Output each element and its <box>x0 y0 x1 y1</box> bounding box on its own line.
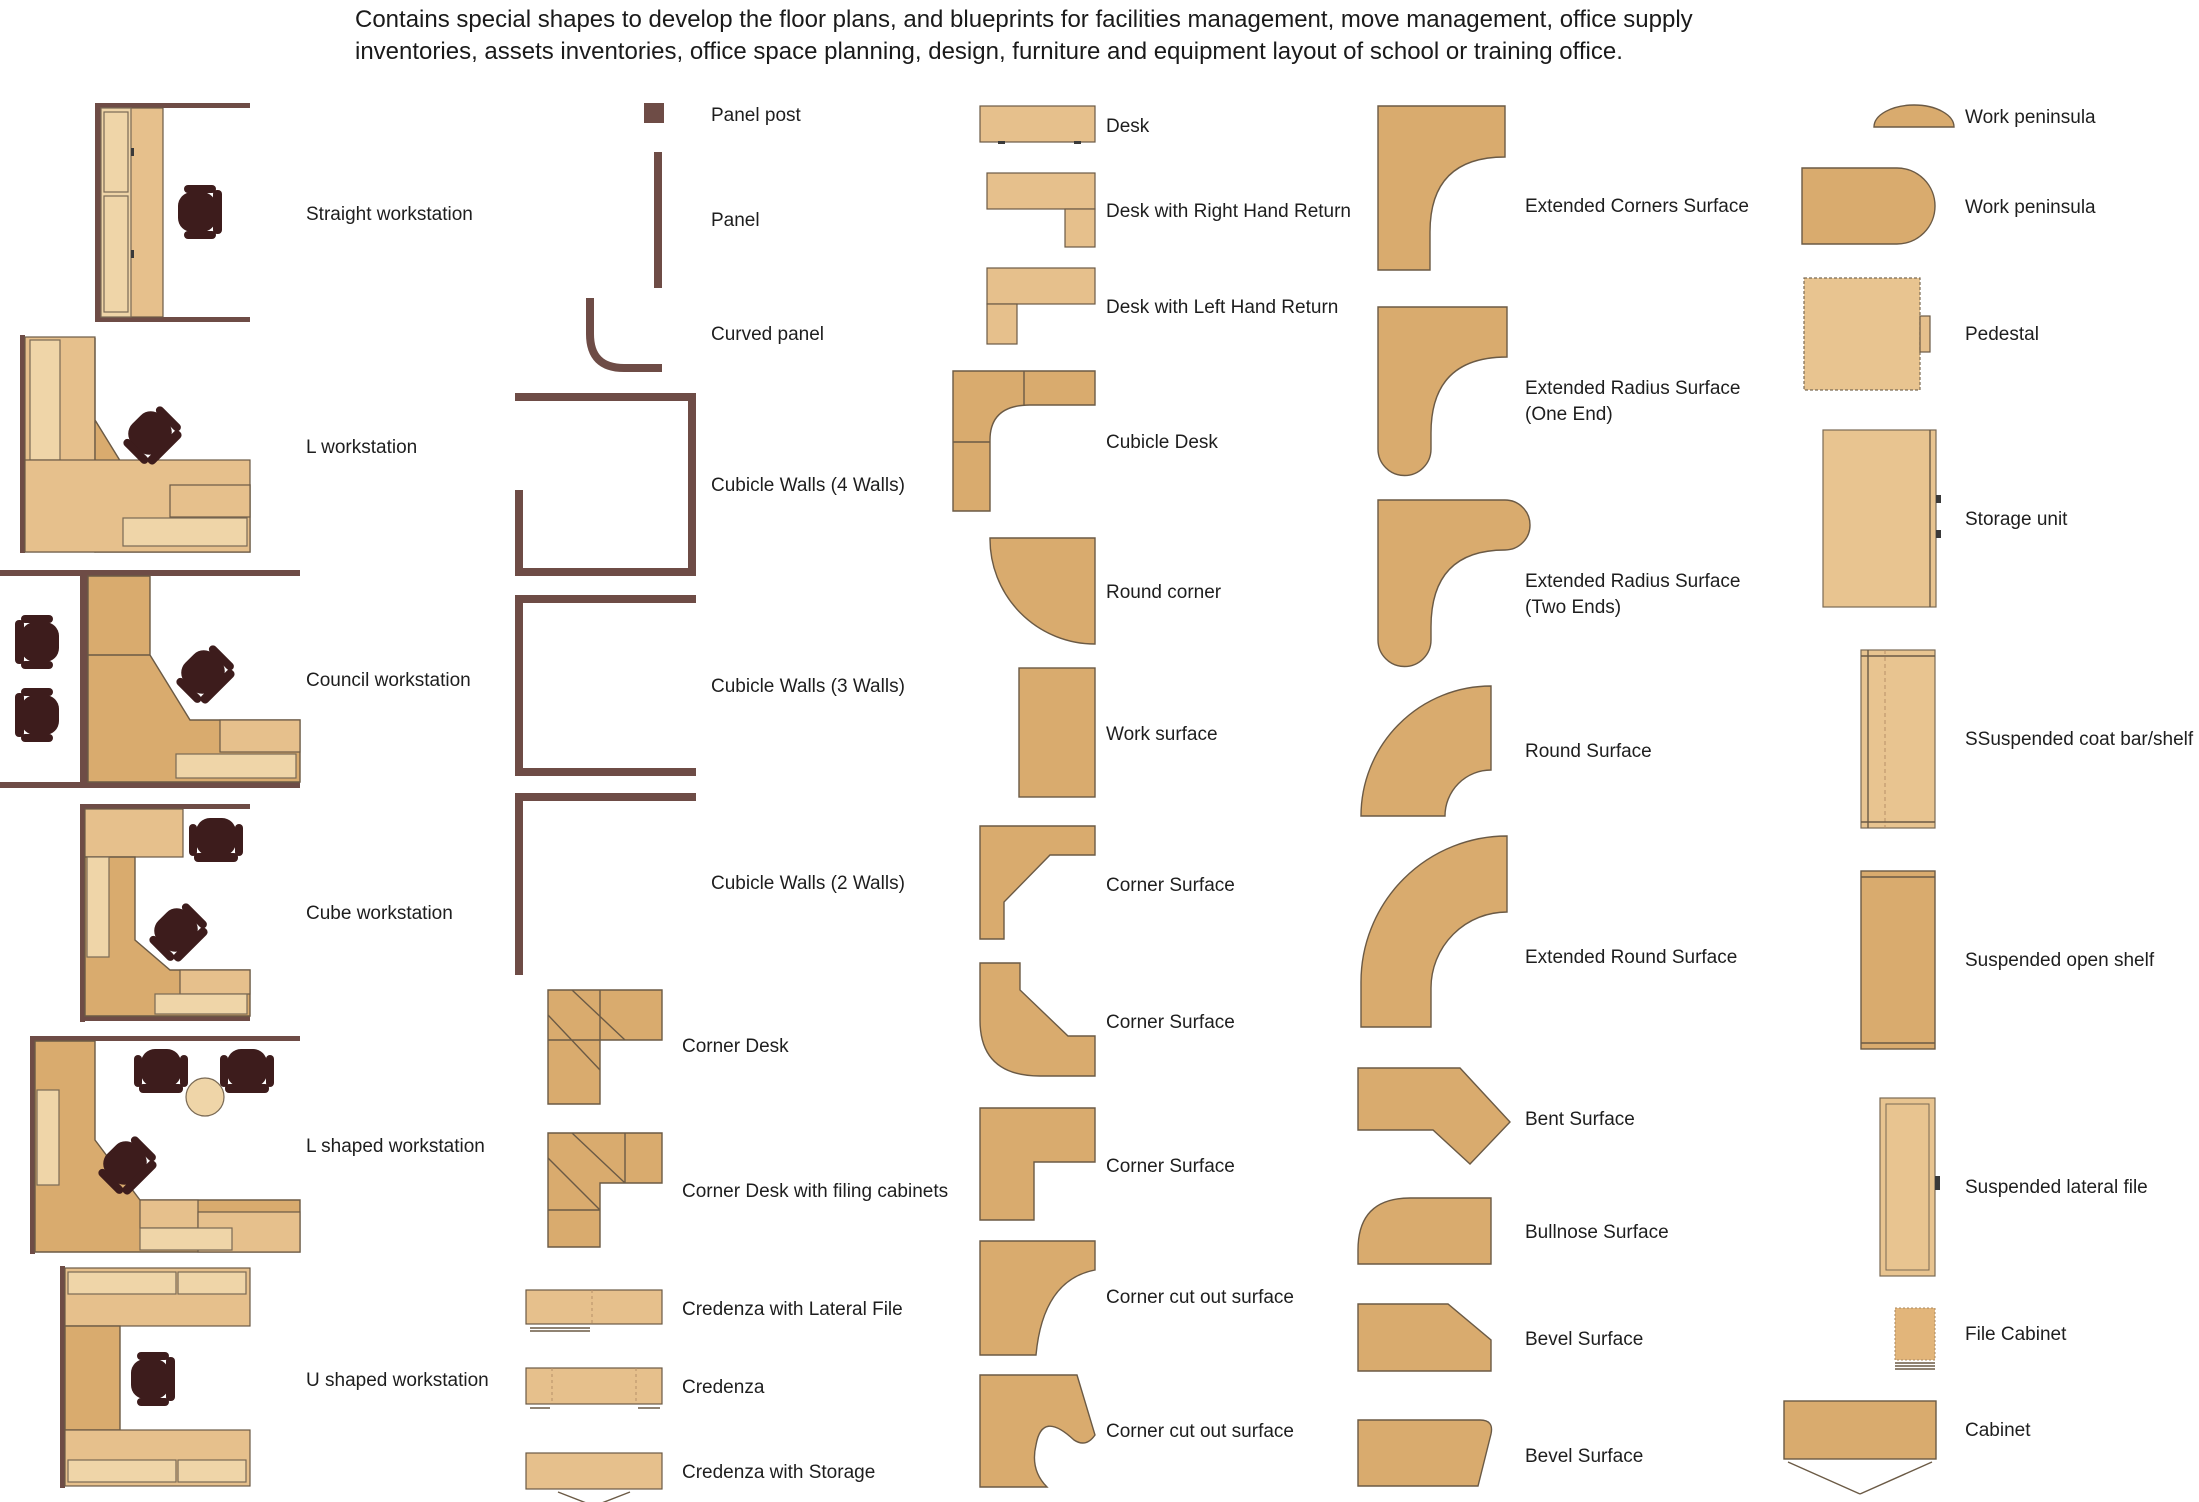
panel-post-shape[interactable] <box>644 103 664 123</box>
open-shelf-shape[interactable] <box>1860 870 1936 1050</box>
cube-workstation-shape[interactable] <box>80 804 251 1022</box>
label-ext-radius-one-b: (One End) <box>1525 404 1613 425</box>
label-panel: Panel <box>711 210 760 231</box>
storage-unit-shape[interactable] <box>1822 429 1941 608</box>
u-shaped-workstation-shape[interactable] <box>60 1266 251 1488</box>
corner-cut-out-2-shape[interactable] <box>979 1374 1096 1488</box>
cubicle-walls-2-shape[interactable] <box>515 793 696 975</box>
label-open-shelf: Suspended open shelf <box>1965 950 2155 971</box>
label-cubicle-walls-4: Cubicle Walls (4 Walls) <box>711 475 905 496</box>
label-work-surface: Work surface <box>1106 724 1218 745</box>
corner-surface-1-shape[interactable] <box>979 825 1096 940</box>
bent-surface-shape[interactable] <box>1357 1067 1511 1165</box>
label-coat-bar: SSuspended coat bar/shelf <box>1965 729 2194 750</box>
l-workstation-shape[interactable] <box>20 335 251 553</box>
label-extended-corners: Extended Corners Surface <box>1525 196 1749 217</box>
pedestal-shape[interactable] <box>1803 277 1931 391</box>
label-bent-surface: Bent Surface <box>1525 1109 1635 1130</box>
extended-radius-one-shape[interactable] <box>1377 306 1508 477</box>
desk-shape[interactable] <box>979 105 1096 144</box>
credenza-shape[interactable] <box>525 1367 663 1409</box>
label-desk: Desk <box>1106 116 1150 137</box>
label-corner-cut-out-2: Corner cut out surface <box>1106 1421 1294 1442</box>
label-straight-workstation: Straight workstation <box>306 204 473 225</box>
corner-desk-shape[interactable] <box>547 989 663 1105</box>
panel-shape[interactable] <box>654 152 662 288</box>
lateral-file-shape[interactable] <box>1879 1097 1940 1277</box>
extended-corners-shape[interactable] <box>1377 105 1506 271</box>
desk-left-return-shape[interactable] <box>986 267 1096 345</box>
extended-radius-two-shape[interactable] <box>1377 499 1531 668</box>
label-corner-surface-3: Corner Surface <box>1106 1156 1235 1177</box>
curved-panel-shape[interactable] <box>586 298 662 372</box>
corner-surface-3-shape[interactable] <box>979 1107 1096 1221</box>
label-ext-radius-two-a: Extended Radius Surface <box>1525 571 1740 592</box>
work-peninsula-2-shape[interactable] <box>1801 167 1936 245</box>
label-desk-right-return: Desk with Right Hand Return <box>1106 201 1351 222</box>
label-l-shaped-workstation: L shaped workstation <box>306 1136 485 1157</box>
label-pedestal: Pedestal <box>1965 324 2039 345</box>
work-peninsula-1-shape[interactable] <box>1873 104 1955 128</box>
label-corner-desk-filing: Corner Desk with filing cabinets <box>682 1181 948 1202</box>
label-file-cabinet: File Cabinet <box>1965 1324 2067 1345</box>
label-extended-round: Extended Round Surface <box>1525 947 1737 968</box>
label-cubicle-desk: Cubicle Desk <box>1106 432 1218 453</box>
bevel-surface-1-shape[interactable] <box>1357 1303 1492 1372</box>
cabinet-shape[interactable] <box>1783 1400 1937 1495</box>
label-l-workstation: L workstation <box>306 437 417 458</box>
label-storage-unit: Storage unit <box>1965 509 2068 530</box>
cubicle-desk-shape[interactable] <box>952 370 1096 512</box>
label-bullnose-surface: Bullnose Surface <box>1525 1222 1669 1243</box>
label-cabinet: Cabinet <box>1965 1420 2031 1441</box>
credenza-storage-shape[interactable] <box>525 1452 663 1502</box>
label-round-corner: Round corner <box>1106 582 1222 603</box>
label-ext-radius-one-a: Extended Radius Surface <box>1525 378 1740 399</box>
label-cubicle-walls-3: Cubicle Walls (3 Walls) <box>711 676 905 697</box>
label-bevel-surface-2: Bevel Surface <box>1525 1446 1643 1467</box>
corner-cut-out-1-shape[interactable] <box>979 1240 1096 1356</box>
label-u-shaped-workstation: U shaped workstation <box>306 1370 489 1391</box>
bevel-surface-2-shape[interactable] <box>1357 1419 1493 1487</box>
straight-workstation-shape[interactable] <box>95 103 250 322</box>
bullnose-surface-shape[interactable] <box>1357 1197 1492 1265</box>
credenza-lateral-file-shape[interactable] <box>525 1289 663 1332</box>
l-shaped-workstation-shape[interactable] <box>30 1036 301 1254</box>
work-surface-shape[interactable] <box>1018 667 1096 798</box>
label-panel-post: Panel post <box>711 105 802 126</box>
header-description: Contains special shapes to develop the f… <box>355 4 1855 68</box>
coat-bar-shape[interactable] <box>1860 649 1936 829</box>
label-ext-radius-two-b: (Two Ends) <box>1525 597 1621 618</box>
cubicle-walls-4-shape[interactable] <box>515 393 696 576</box>
label-credenza-storage: Credenza with Storage <box>682 1462 875 1483</box>
label-credenza: Credenza <box>682 1377 765 1398</box>
round-corner-shape[interactable] <box>989 537 1096 645</box>
cubicle-walls-3-shape[interactable] <box>515 595 696 776</box>
round-surface-shape[interactable] <box>1360 685 1492 817</box>
extended-round-shape[interactable] <box>1360 835 1508 1028</box>
file-cabinet-shape[interactable] <box>1894 1307 1936 1370</box>
label-corner-desk: Corner Desk <box>682 1036 789 1057</box>
header-line-1: Contains special shapes to develop the f… <box>355 6 1693 33</box>
corner-surface-2-shape[interactable] <box>979 962 1096 1077</box>
label-round-surface: Round Surface <box>1525 741 1652 762</box>
label-bevel-surface-1: Bevel Surface <box>1525 1329 1643 1350</box>
label-work-peninsula-2: Work peninsula <box>1965 197 2096 218</box>
header-line-2: inventories, assets inventories, office … <box>355 38 1623 65</box>
label-corner-surface-1: Corner Surface <box>1106 875 1235 896</box>
label-work-peninsula-1: Work peninsula <box>1965 107 2096 128</box>
label-curved-panel: Curved panel <box>711 324 824 345</box>
label-corner-surface-2: Corner Surface <box>1106 1012 1235 1033</box>
desk-right-return-shape[interactable] <box>986 172 1096 248</box>
label-desk-left-return: Desk with Left Hand Return <box>1106 297 1338 318</box>
corner-desk-filing-shape[interactable] <box>547 1132 663 1248</box>
council-workstation-shape[interactable] <box>0 570 301 788</box>
label-cube-workstation: Cube workstation <box>306 903 453 924</box>
label-credenza-lateral: Credenza with Lateral File <box>682 1299 903 1320</box>
label-cubicle-walls-2: Cubicle Walls (2 Walls) <box>711 873 905 894</box>
label-council-workstation: Council workstation <box>306 670 471 691</box>
label-corner-cut-out-1: Corner cut out surface <box>1106 1287 1294 1308</box>
label-lateral-file: Suspended lateral file <box>1965 1177 2148 1198</box>
